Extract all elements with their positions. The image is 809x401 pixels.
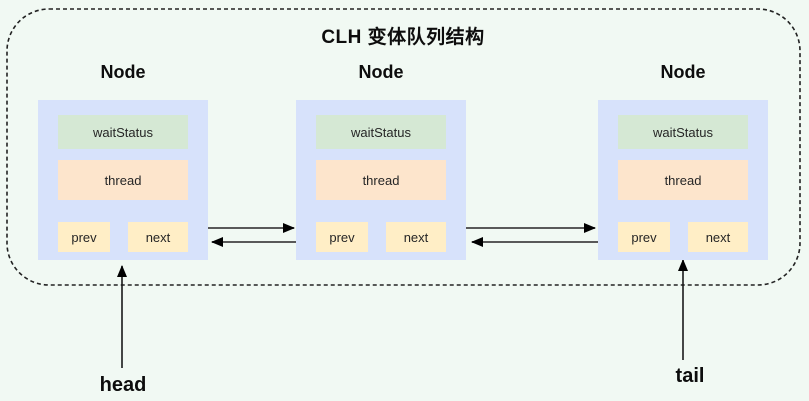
node-1-title: Node bbox=[100, 62, 146, 82]
node-2-box: waitStatus thread prev next bbox=[296, 100, 466, 260]
node-3-title: Node bbox=[660, 62, 706, 82]
node-1-prev-field: prev bbox=[58, 222, 110, 252]
node-1-next-field: next bbox=[128, 222, 188, 252]
node-3-next-field: next bbox=[688, 222, 748, 252]
tail-label: tail bbox=[675, 365, 705, 387]
node-2-next-field: next bbox=[386, 222, 446, 252]
node-3-prev-field: prev bbox=[618, 222, 670, 252]
node-3-thread-field: thread bbox=[618, 160, 748, 200]
node-1-thread-field: thread bbox=[58, 160, 188, 200]
node-1-box: waitStatus thread prev next bbox=[38, 100, 208, 260]
diagram-title: CLH 变体队列结构 bbox=[321, 27, 485, 48]
head-label: head bbox=[99, 374, 147, 396]
node-2-prev-field: prev bbox=[316, 222, 368, 252]
node-2-title: Node bbox=[358, 62, 404, 82]
node-2-thread-field: thread bbox=[316, 160, 446, 200]
node-3-box: waitStatus thread prev next bbox=[598, 100, 768, 260]
node-1-waitstatus-field: waitStatus bbox=[58, 115, 188, 149]
node-3-waitstatus-field: waitStatus bbox=[618, 115, 748, 149]
node-2-waitstatus-field: waitStatus bbox=[316, 115, 446, 149]
queue-boundary-dashed-box bbox=[6, 8, 801, 286]
